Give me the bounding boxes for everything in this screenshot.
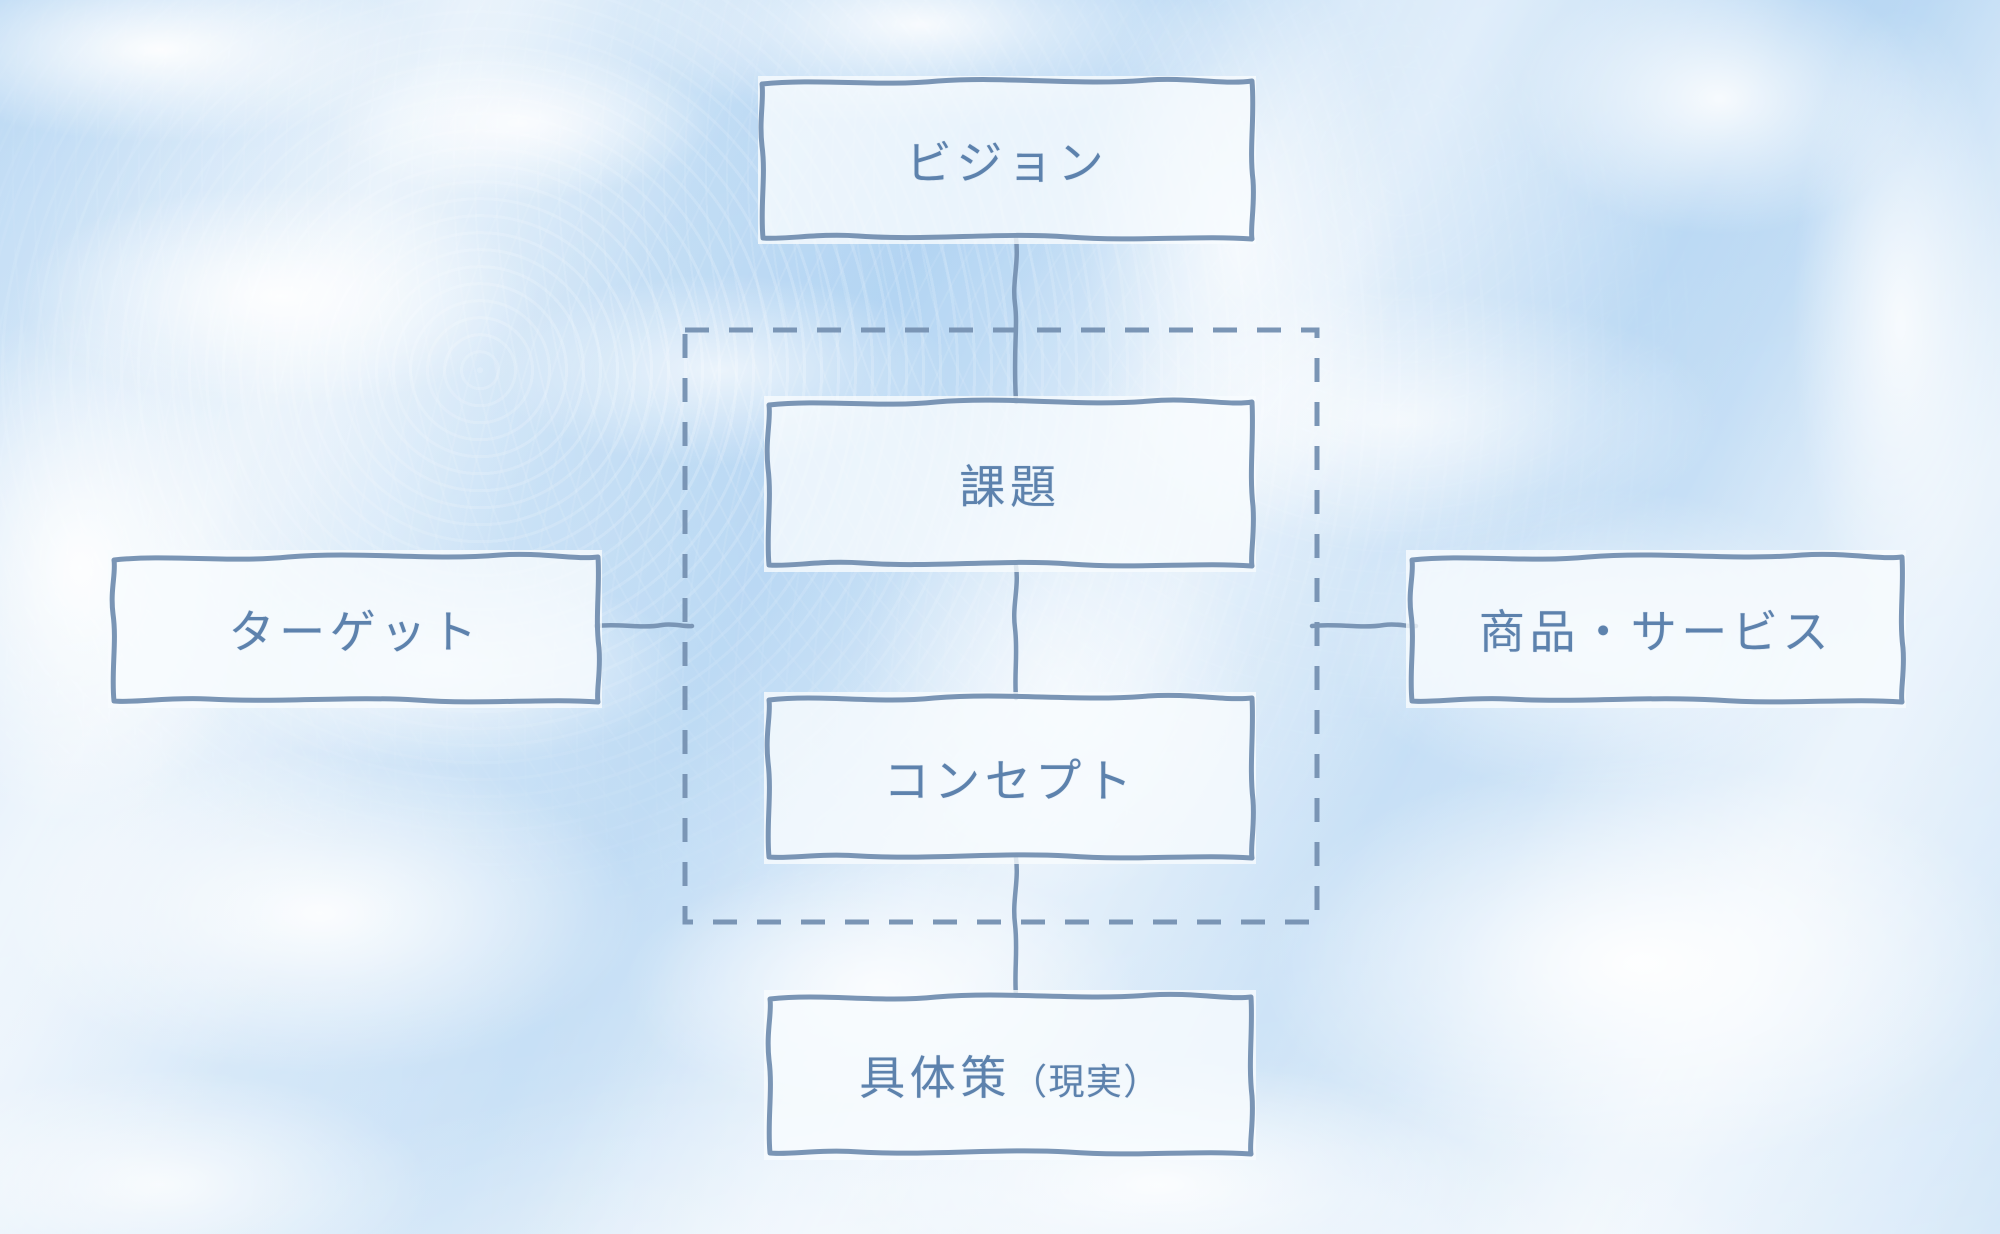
node-concept-fill xyxy=(764,692,1256,864)
node-concept[interactable]: コンセプト xyxy=(764,692,1256,864)
node-gutaisaku-sub-text: （現実） xyxy=(1011,1062,1161,1103)
node-gutaisaku[interactable]: 具体策（現実） xyxy=(764,990,1256,1160)
node-target[interactable]: ターゲット xyxy=(108,550,602,708)
connector-group-to-service xyxy=(1309,614,1419,638)
node-gutaisaku-fill xyxy=(764,990,1256,1160)
node-gutaisaku-main-text: 具体策 xyxy=(859,1051,1012,1105)
node-gutaisaku-label: 具体策（現実） xyxy=(859,1042,1161,1108)
node-vision-fill xyxy=(758,76,1256,244)
node-service-label: 商品・サービス xyxy=(1478,605,1834,659)
node-kadai-fill xyxy=(764,396,1256,572)
connector-concept-to-gutaisaku xyxy=(1000,855,1034,999)
node-target-fill xyxy=(108,550,602,708)
node-kadai-label: 課題 xyxy=(959,460,1061,514)
node-vision-label: ビジョン xyxy=(905,136,1109,190)
connector-target-to-group xyxy=(593,614,695,638)
node-concept-label: コンセプト xyxy=(883,754,1137,808)
node-kadai[interactable]: 課題 xyxy=(764,396,1256,572)
connector-kadai-to-concept xyxy=(1000,563,1034,701)
node-vision[interactable]: ビジョン xyxy=(758,76,1256,244)
node-service[interactable]: 商品・サービス xyxy=(1406,550,1906,708)
node-target-label: ターゲット xyxy=(228,605,482,659)
connector-vision-to-kadai xyxy=(1000,235,1034,405)
node-service-fill xyxy=(1406,550,1906,708)
